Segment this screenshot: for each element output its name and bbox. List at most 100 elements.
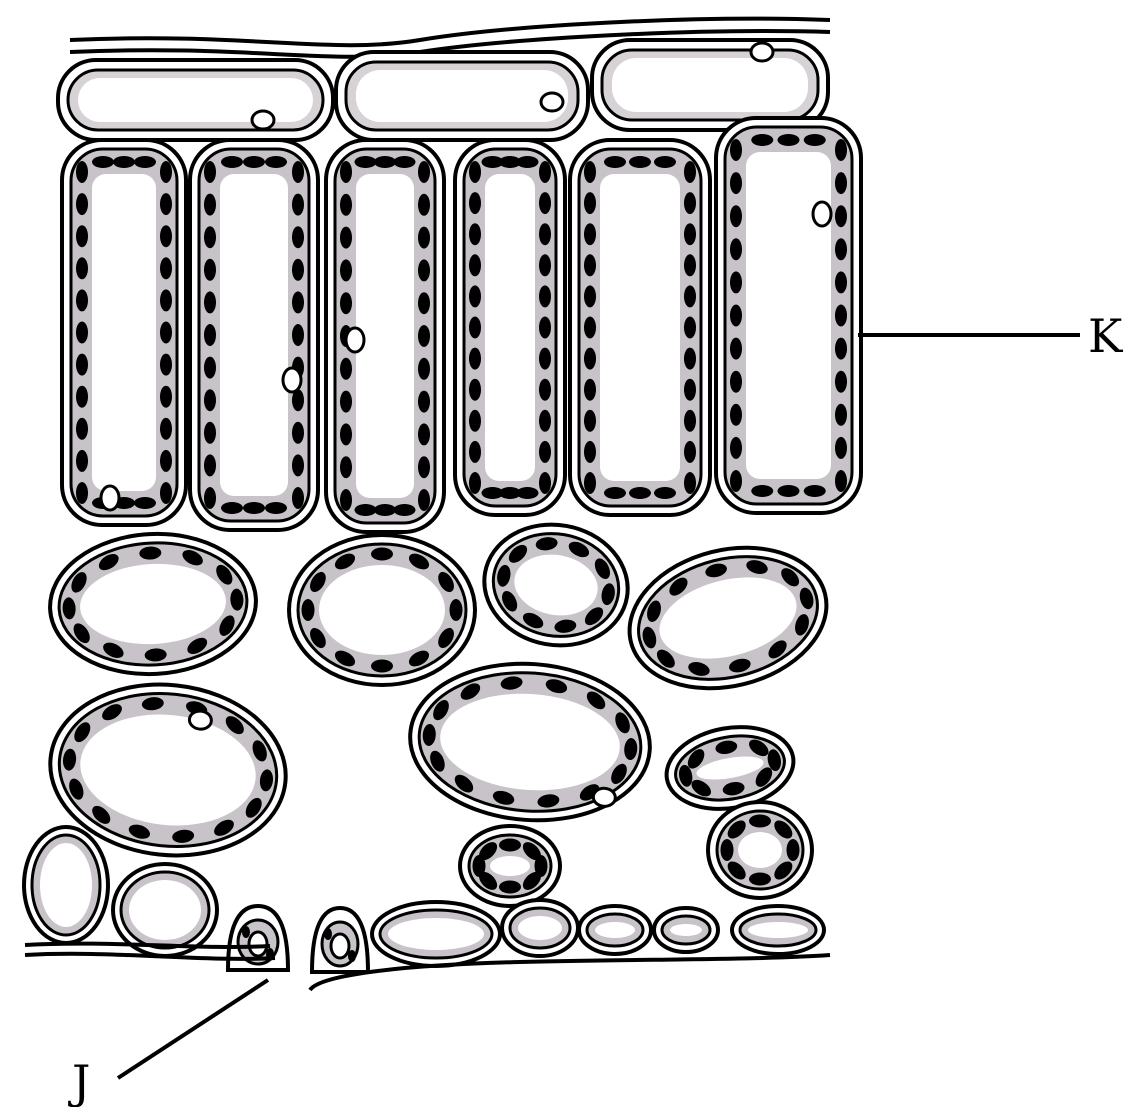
chloroplast (204, 259, 216, 281)
chloroplast (469, 317, 481, 339)
chloroplast (584, 285, 596, 307)
nucleus (593, 788, 616, 807)
chloroplast (204, 389, 216, 411)
chloroplast (629, 487, 651, 499)
chloroplast (76, 322, 88, 344)
chloroplast (355, 156, 377, 168)
chloroplast (292, 324, 304, 346)
chloroplast (469, 161, 481, 183)
chloroplast (204, 291, 216, 313)
chloroplast (418, 227, 430, 249)
chloroplast (134, 156, 156, 168)
chloroplast (340, 259, 352, 281)
chloroplast (243, 502, 265, 514)
chloroplast (292, 259, 304, 281)
label-j-leader-line (118, 980, 268, 1078)
chloroplast (450, 599, 463, 621)
chloroplast (204, 324, 216, 346)
lower-epidermis-cell (654, 908, 718, 952)
chloroplast (539, 317, 551, 339)
chloroplast (835, 338, 847, 360)
chloroplast (804, 134, 826, 146)
chloroplast (584, 317, 596, 339)
lower-epidermis-cell (113, 864, 217, 956)
label-j-group: J (68, 980, 268, 1107)
chloroplast (160, 161, 172, 183)
chloroplast (469, 348, 481, 370)
chloroplast (76, 450, 88, 472)
lower-epidermis-cell (24, 827, 108, 943)
chloroplast (469, 285, 481, 307)
chloroplast (265, 156, 287, 168)
chloroplast (778, 485, 800, 497)
nucleus (331, 934, 349, 958)
chloroplast (418, 161, 430, 183)
chloroplast (730, 470, 742, 492)
chloroplast (371, 660, 393, 673)
chloroplast (751, 485, 773, 497)
chloroplast (221, 156, 243, 168)
nucleus (283, 368, 301, 392)
chloroplast (340, 358, 352, 380)
chloroplast (340, 391, 352, 413)
chloroplast (374, 156, 396, 168)
chloroplast (204, 194, 216, 216)
chloroplast (654, 156, 676, 168)
chloroplast (418, 423, 430, 445)
chloroplast (517, 156, 539, 168)
palisade-layer (62, 118, 861, 532)
lower-epidermis-cell (579, 906, 651, 954)
chloroplast (160, 354, 172, 376)
chloroplast (684, 348, 696, 370)
chloroplast (835, 205, 847, 227)
chloroplast (835, 305, 847, 327)
palisade-cell (455, 140, 565, 515)
chloroplast (835, 437, 847, 459)
chloroplast (160, 322, 172, 344)
chloroplast (134, 497, 156, 509)
chloroplast (160, 225, 172, 247)
chloroplast (584, 441, 596, 463)
chloroplast (539, 285, 551, 307)
chloroplast (539, 441, 551, 463)
chloroplast (76, 482, 88, 504)
chloroplast (684, 410, 696, 432)
chloroplast (340, 423, 352, 445)
chloroplast (787, 839, 800, 861)
chloroplast (584, 472, 596, 494)
chloroplast (835, 371, 847, 393)
chloroplast (835, 139, 847, 161)
chloroplast (684, 285, 696, 307)
palisade-cell (326, 140, 444, 532)
chloroplast (517, 487, 539, 499)
chloroplast (835, 404, 847, 426)
chloroplast (160, 450, 172, 472)
chloroplast (835, 172, 847, 194)
chloroplast (730, 338, 742, 360)
chloroplast (160, 386, 172, 408)
chloroplast (499, 881, 521, 894)
chloroplast (394, 156, 416, 168)
chloroplast (684, 161, 696, 183)
chloroplast (394, 504, 416, 516)
chloroplast (684, 472, 696, 494)
chloroplast (584, 254, 596, 276)
chloroplast (539, 348, 551, 370)
chloroplast (584, 161, 596, 183)
chloroplast (292, 194, 304, 216)
chloroplast (539, 223, 551, 245)
chloroplast (604, 487, 626, 499)
chloroplast (730, 271, 742, 293)
chloroplast (584, 192, 596, 214)
chloroplast (292, 454, 304, 476)
chloroplast (539, 192, 551, 214)
chloroplast (76, 289, 88, 311)
chloroplast (418, 489, 430, 511)
palisade-cell (190, 140, 318, 530)
lower-epidermis-cell (732, 906, 824, 954)
chloroplast (730, 305, 742, 327)
chloroplast (204, 487, 216, 509)
chloroplast (292, 422, 304, 444)
